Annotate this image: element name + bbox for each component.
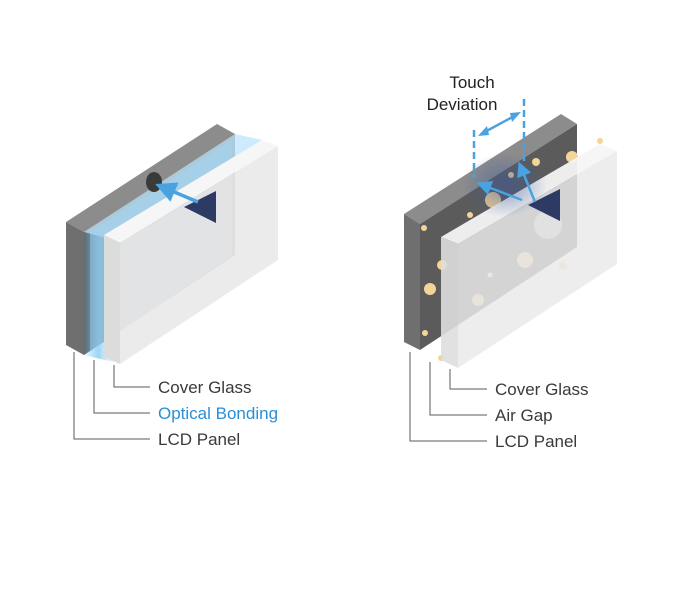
touch-point [146, 172, 162, 192]
leader-cover-glass-right [449, 369, 487, 390]
lcd-front-face [66, 222, 84, 355]
refraction-arrow-icon [517, 161, 537, 203]
glass-side-face [120, 146, 278, 364]
touch-deviation-glow [463, 153, 547, 217]
label-optical-bonding: Optical Bonding [158, 404, 278, 423]
label-lcd-panel: LCD Panel [158, 430, 240, 449]
refraction-arrow-icon [476, 180, 523, 202]
glass-front-face [104, 235, 120, 364]
optical-bonding-diagram: Cover Glass Optical Bonding LCD Panel [66, 124, 330, 449]
label-cover-glass: Cover Glass [158, 378, 252, 397]
leader-optical-bonding [93, 360, 150, 414]
bubble [421, 225, 427, 231]
air-gap-diagram: Touch Deviation Cover Glass Air Gap LCD … [404, 73, 675, 451]
touch-deviation-title-line2: Deviation [427, 95, 498, 114]
leader-lcd-panel-right [409, 352, 487, 442]
bubble [467, 212, 473, 218]
bubble [424, 283, 436, 295]
bubble [422, 330, 428, 336]
refraction-arrow-icon [155, 182, 199, 204]
glass-front-face-right [441, 237, 458, 368]
label-air-gap: Air Gap [495, 406, 553, 425]
touch-deviation-title-line1: Touch [449, 73, 494, 92]
leader-cover-glass [113, 365, 150, 388]
deviation-dimension-icon [472, 99, 526, 178]
label-lcd-panel-right: LCD Panel [495, 432, 577, 451]
leader-lcd-panel [73, 352, 150, 440]
label-cover-glass-right: Cover Glass [495, 380, 589, 399]
lcd-front-face-right [404, 214, 420, 350]
leader-air-gap [429, 362, 487, 416]
deviation-arrowhead-right [510, 112, 521, 122]
deviation-arrowhead-left [478, 126, 489, 136]
bubble [597, 138, 603, 144]
